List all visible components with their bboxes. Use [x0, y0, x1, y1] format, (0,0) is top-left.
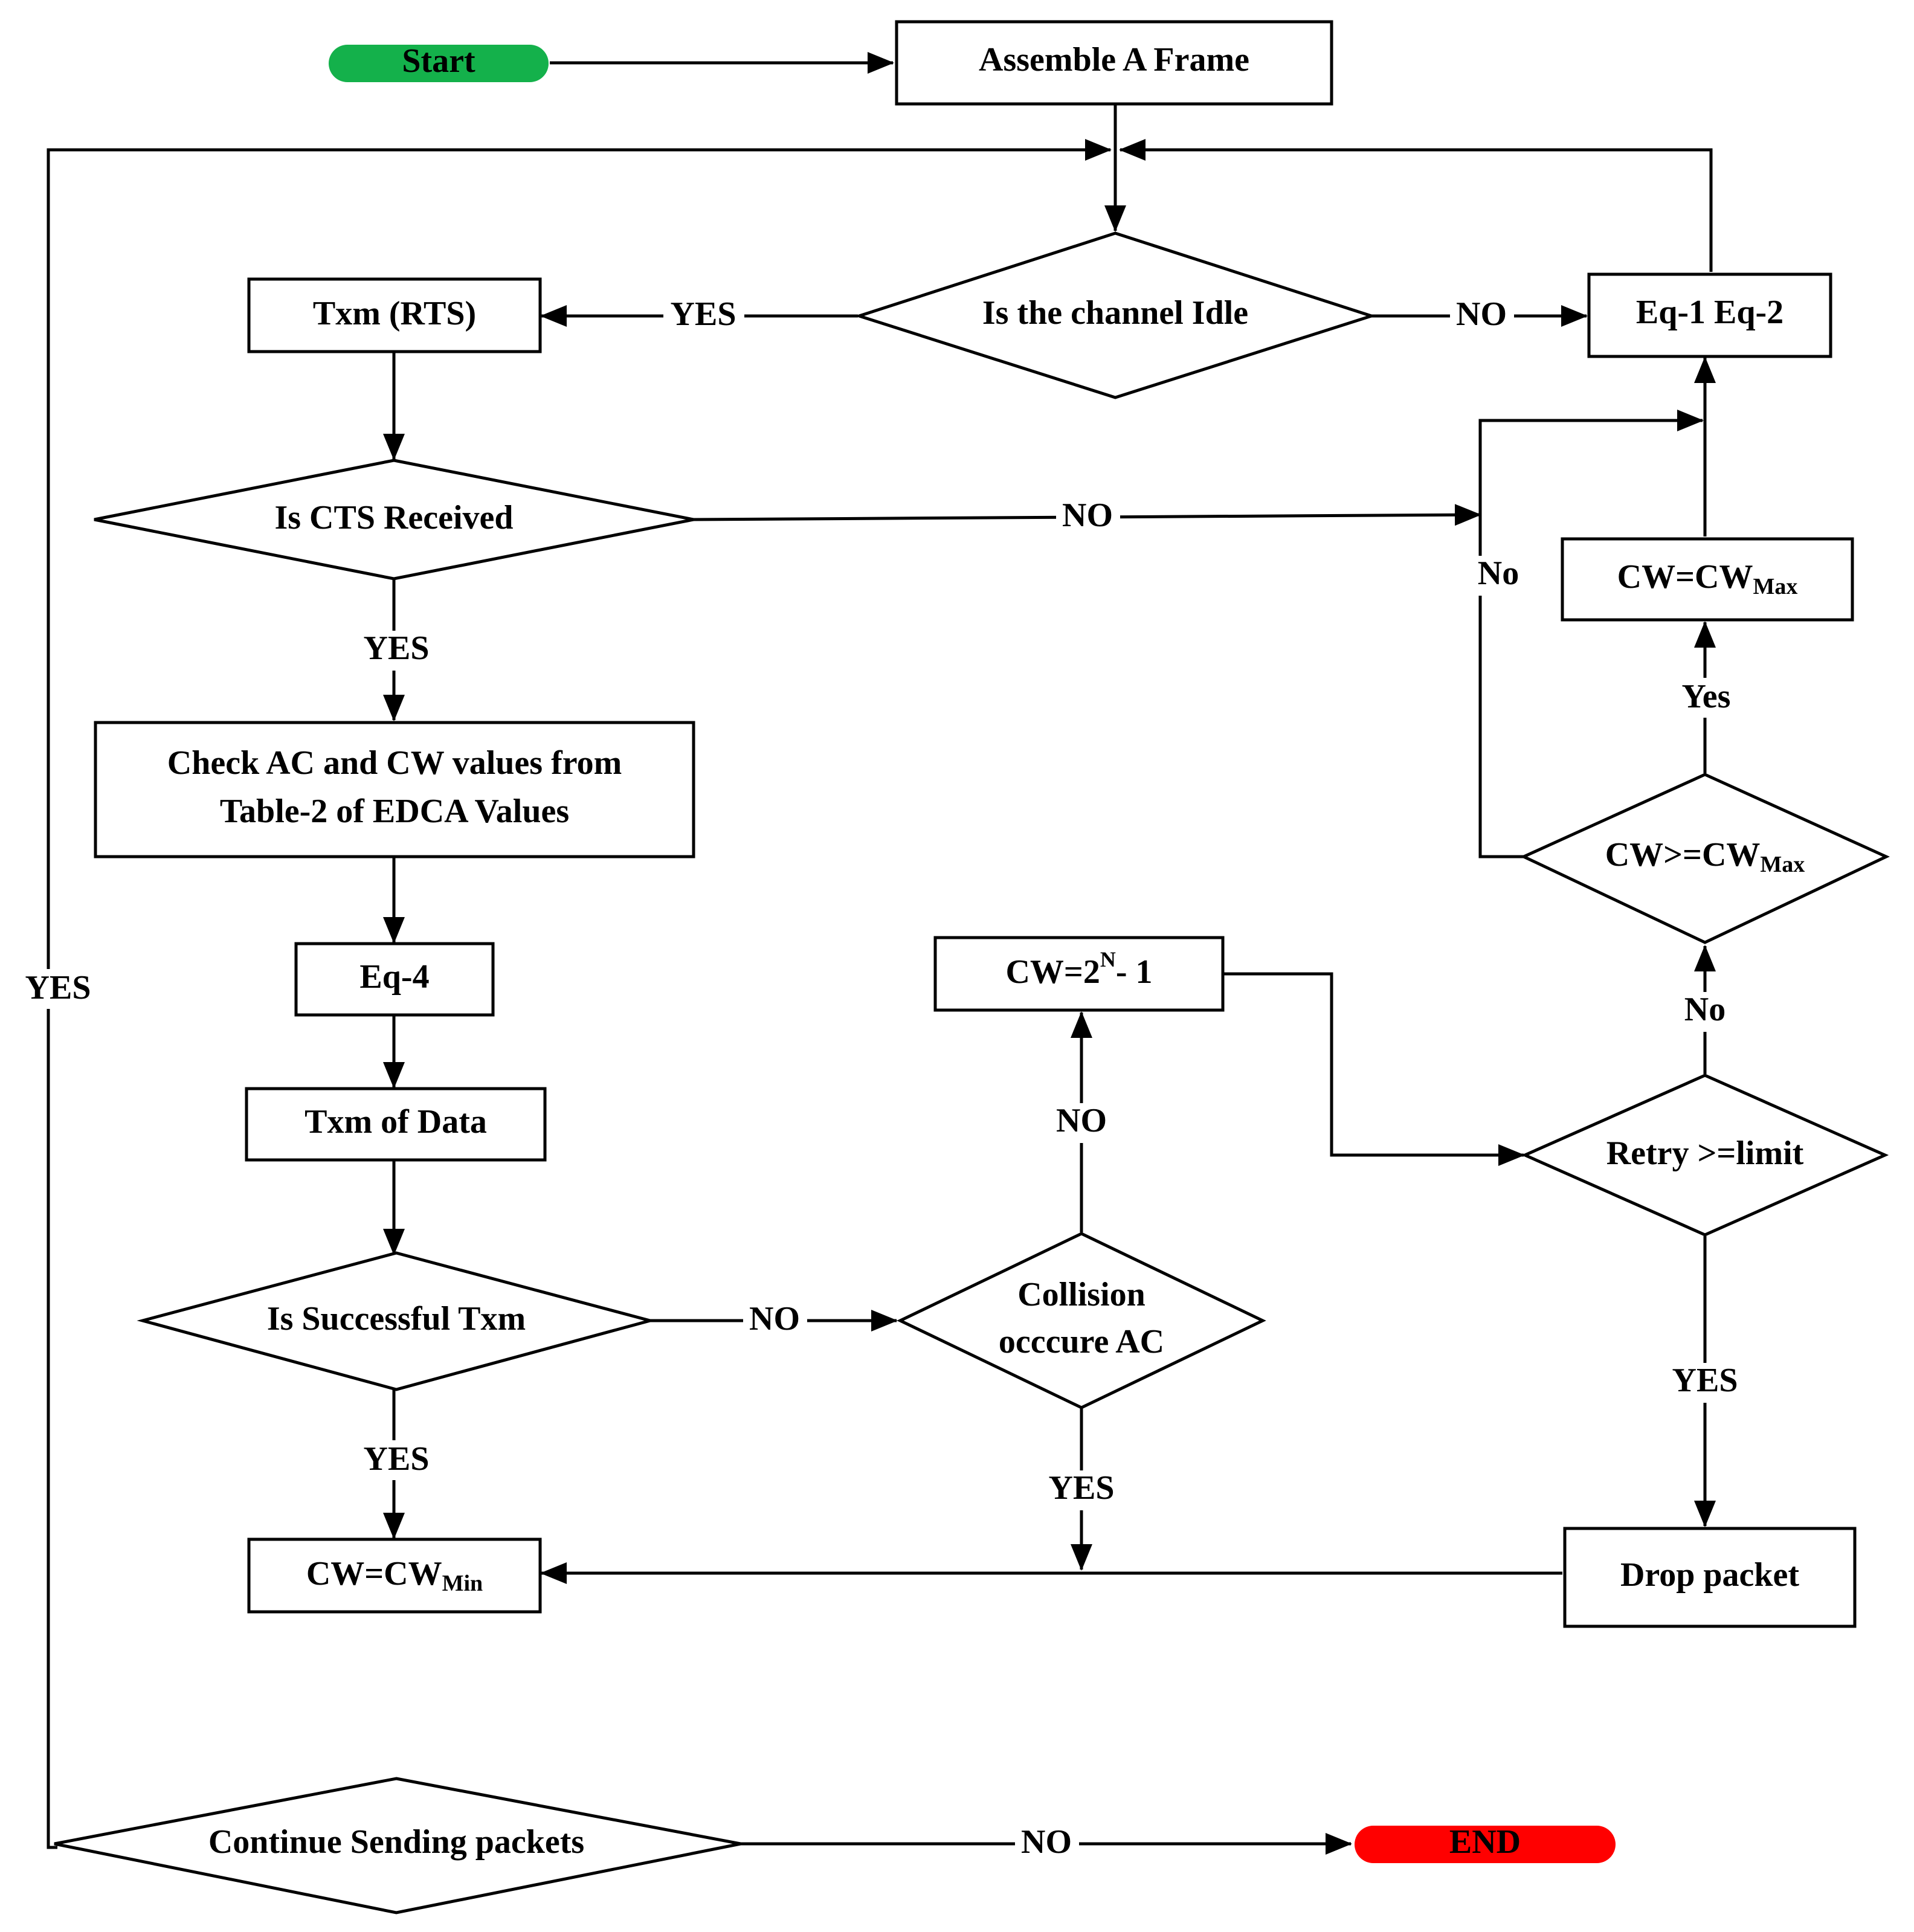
successful-txm-diamond: [137, 1251, 656, 1391]
edge-eq12-loop: [1119, 139, 1713, 272]
drop-packet-rect: [1563, 1527, 1857, 1628]
label-success-yes: YES: [364, 1440, 430, 1478]
txm-data-rect: [245, 1087, 547, 1162]
label-idle-no: NO: [1456, 295, 1507, 333]
check-ac-cw-rect: [94, 721, 695, 858]
cts-received-diamond: [94, 459, 694, 581]
successful-txm-label: Is Successful Txm: [267, 1300, 526, 1338]
successful-txm-decision: Is Successful Txm: [137, 1251, 656, 1391]
check-ac-cw-line2: Table-2 of EDCA Values: [220, 793, 569, 830]
cw-min-rect: [247, 1538, 542, 1614]
cw-pow-base: CW=2: [1005, 953, 1100, 991]
edge-labels: YES NO NO YES YES No Yes No YES NO YES N…: [18, 295, 1746, 1863]
cw-ge-max-label: CW>=CWMax: [1605, 836, 1805, 877]
cw-ge-max-main: CW>=CW: [1605, 836, 1761, 874]
check-ac-cw-line1: Check AC and CW values from: [167, 744, 622, 782]
continue-sending-decision: Continue Sending packets: [54, 1777, 741, 1914]
continue-sending-label: Continue Sending packets: [208, 1823, 584, 1861]
txm-data-box: Txm of Data: [245, 1087, 547, 1162]
cw-pow-tail: - 1: [1116, 953, 1153, 991]
drop-packet-box: Drop packet: [1563, 1527, 1857, 1628]
edge-cwpow-retry: [1224, 972, 1525, 1166]
cw-ge-max-decision: CW>=CWMax: [1520, 773, 1890, 944]
label-collision-yes: YES: [1049, 1469, 1115, 1507]
assemble-frame-rect: [895, 20, 1333, 106]
eq12-rect: [1587, 272, 1832, 358]
cw-max-label: CW=CWMax: [1617, 558, 1798, 599]
label-collision-no: NO: [1056, 1102, 1107, 1139]
cw-ge-max-diamond: [1520, 773, 1890, 944]
start-label: Start: [402, 42, 475, 80]
label-cwge-no: No: [1478, 555, 1519, 592]
collision-diamond: [897, 1232, 1266, 1409]
label-continue-no: NO: [1021, 1823, 1072, 1861]
cw-ge-max-subscript: Max: [1760, 852, 1805, 877]
channel-idle-decision: Is the channel Idle: [854, 231, 1377, 399]
label-cwge-yes: Yes: [1682, 678, 1731, 715]
cw-min-box: CW=CWMin: [247, 1538, 542, 1614]
eq4-box: Eq-4: [294, 942, 495, 1017]
cw-max-subscript: Max: [1753, 574, 1797, 599]
channel-idle-diamond: [854, 231, 1377, 399]
txm-data-label: Txm of Data: [304, 1103, 487, 1141]
cw-max-rect: [1561, 537, 1854, 622]
start-pill: [329, 45, 549, 82]
cw-max-box: CW=CWMax: [1561, 537, 1854, 622]
retry-limit-label: Retry >=limit: [1606, 1135, 1804, 1172]
drop-packet-label: Drop packet: [1620, 1556, 1799, 1594]
label-cts-yes: YES: [364, 630, 430, 667]
cw-pow-rect: [933, 936, 1225, 1012]
end-pill: [1355, 1826, 1616, 1863]
label-idle-yes: YES: [671, 295, 736, 333]
continue-sending-diamond: [54, 1777, 741, 1914]
collision-label-line1: Collision: [1017, 1276, 1146, 1313]
cw-min-subscript: Min: [442, 1571, 483, 1596]
collision-label-line2: occcure AC: [999, 1323, 1164, 1360]
retry-limit-diamond: [1521, 1074, 1889, 1237]
txm-rts-box: Txm (RTS): [247, 277, 542, 353]
retry-limit-decision: Retry >=limit: [1521, 1074, 1889, 1237]
cw-min-main: CW=CW: [306, 1555, 442, 1592]
eq4-rect: [294, 942, 495, 1017]
eq4-label: Eq-4: [359, 958, 429, 996]
cw-max-main: CW=CW: [1617, 558, 1753, 596]
assemble-frame-box: Assemble A Frame: [895, 20, 1333, 106]
collision-decision: Collision occcure AC: [897, 1232, 1266, 1409]
assemble-frame-label: Assemble A Frame: [979, 41, 1249, 79]
edge-cwge-no: [1478, 410, 1704, 858]
cts-received-label: Is CTS Received: [274, 499, 513, 536]
end-terminal: END: [1355, 1823, 1616, 1863]
start-terminal: Start: [329, 42, 549, 82]
eq12-label: Eq-1 Eq-2: [1636, 294, 1784, 331]
label-success-no: NO: [749, 1300, 800, 1338]
cw-min-label: CW=CWMin: [306, 1555, 483, 1596]
label-cts-no: NO: [1062, 497, 1113, 534]
check-ac-cw-box: Check AC and CW values from Table-2 of E…: [94, 721, 695, 858]
label-loop-yes: YES: [25, 969, 91, 1006]
eq12-box: Eq-1 Eq-2: [1587, 272, 1832, 358]
label-retry-no: No: [1684, 991, 1726, 1028]
end-label: END: [1449, 1823, 1521, 1861]
cts-received-decision: Is CTS Received: [94, 459, 694, 581]
cw-pow-superscript: N: [1100, 947, 1116, 971]
label-retry-yes: YES: [1672, 1362, 1738, 1399]
channel-idle-label: Is the channel Idle: [982, 294, 1248, 332]
txm-rts-rect: [247, 277, 542, 353]
cw-pow-box: CW=2N- 1: [933, 936, 1225, 1012]
txm-rts-label: Txm (RTS): [313, 295, 476, 332]
cw-pow-label: CW=2N- 1: [1005, 947, 1152, 991]
